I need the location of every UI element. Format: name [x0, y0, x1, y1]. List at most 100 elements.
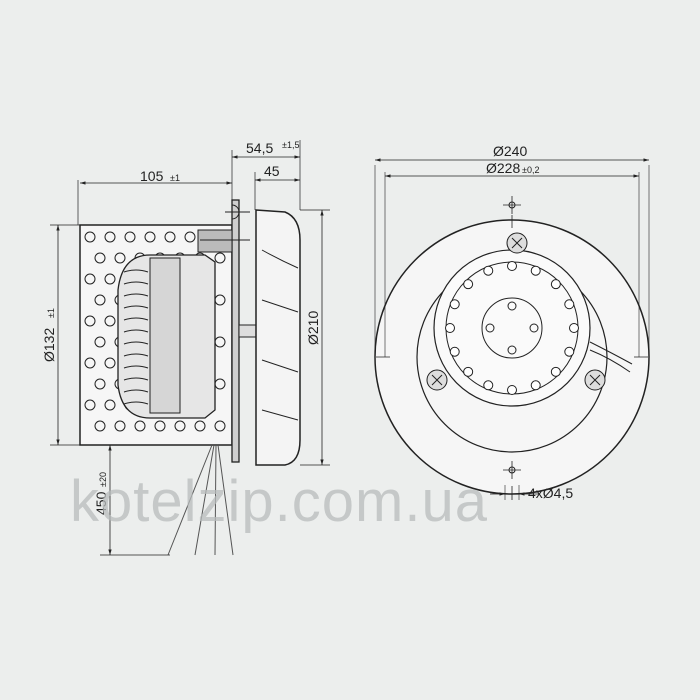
cable-wires: [167, 444, 234, 556]
dim-length-tol: ±1: [170, 173, 180, 183]
motor-fin: [123, 305, 149, 309]
perforation-hole: [154, 420, 166, 432]
perforation-hole: [184, 231, 196, 243]
dim-cable: 450: [93, 491, 109, 515]
rotor-hole: [483, 380, 494, 391]
dim-overall: 54,5: [246, 140, 273, 156]
perforation-hole: [84, 399, 96, 411]
hub-bolt: [507, 345, 517, 355]
extension-lines: [77, 140, 301, 225]
rotor-hole: [569, 323, 579, 333]
motor-fin: [123, 353, 149, 357]
rotor-hole: [463, 366, 474, 377]
dim-holes: 4xØ4,5: [528, 485, 573, 501]
perforation-hole: [104, 273, 116, 285]
motor-fin: [123, 269, 149, 273]
screw-cross: [589, 374, 601, 386]
dim-length: 105: [140, 168, 164, 184]
perforation-hole: [124, 231, 136, 243]
motor-fin: [123, 341, 149, 345]
motor-fin: [123, 365, 149, 369]
motor-fin: [123, 293, 149, 297]
perforation-hole: [94, 336, 106, 348]
perforation-hole: [84, 357, 96, 369]
dim-housing-dia-tol: ±1: [46, 308, 56, 318]
perforation-hole: [104, 357, 116, 369]
perforation-hole: [114, 420, 126, 432]
hub-bolt: [529, 323, 539, 333]
mounting-screws: [426, 232, 606, 391]
perforation-hole: [114, 252, 126, 264]
perforation-hole: [94, 420, 106, 432]
rotor-hole: [445, 323, 455, 333]
rotor-hole: [483, 265, 494, 276]
rotor-hole: [530, 265, 541, 276]
hub-bolt: [507, 301, 517, 311]
rotor-hole: [463, 279, 474, 290]
dim-impeller: 45: [264, 163, 280, 179]
side-view: [50, 140, 330, 556]
rotor-holes: [445, 261, 579, 395]
front-view-dimensions: Ø240 Ø228 ±0,2 4xØ4,5: [486, 143, 573, 501]
perforation-hole: [164, 231, 176, 243]
motor-fin: [123, 281, 149, 285]
impeller: [255, 209, 301, 466]
perforation-hole: [84, 231, 96, 243]
screw-top: [225, 204, 250, 220]
dim-housing-dia: Ø132: [41, 328, 57, 362]
rotor-hub: [433, 249, 591, 407]
mounting-hole: [508, 201, 516, 209]
perforation-hole: [94, 252, 106, 264]
extension-lines: [50, 209, 330, 556]
perforation-hole: [104, 399, 116, 411]
motor-fins: [123, 269, 149, 405]
motor-fin: [123, 317, 149, 321]
rotor-hole: [449, 346, 460, 357]
front-view: [374, 158, 650, 500]
dim-outer: Ø240: [493, 143, 527, 159]
watermark: kotelzip.com.ua: [70, 469, 488, 534]
side-view-dimensions: 105 ±1 54,5 ±1,5 45 Ø210 Ø132 ±1 450 ±20: [41, 140, 321, 515]
perforation-hole: [214, 420, 226, 432]
perforation-hole: [104, 231, 116, 243]
dim-bolt-circle: Ø228: [486, 160, 520, 176]
rotor-hole: [550, 279, 561, 290]
dim-bolt-circle-tol: ±0,2: [522, 165, 539, 175]
dim-impeller-dia: Ø210: [305, 311, 321, 345]
screw-cross: [511, 237, 523, 249]
perforation-hole: [174, 420, 186, 432]
motor-fin: [123, 329, 149, 333]
perforation-hole: [214, 252, 226, 264]
perforation-hole: [104, 315, 116, 327]
hub-plate: [481, 297, 543, 359]
perforation-hole: [134, 420, 146, 432]
perforation-hole: [94, 294, 106, 306]
motor-fin: [123, 401, 149, 405]
perforation-hole: [84, 315, 96, 327]
rotor-hole: [530, 380, 541, 391]
rotor-hole: [550, 366, 561, 377]
screw-cross: [431, 374, 443, 386]
perforation-hole: [194, 420, 206, 432]
flange-bracket: [197, 229, 233, 253]
mounting-hole: [508, 466, 516, 474]
perforation-hole: [144, 231, 156, 243]
dim-overall-tol: ±1,5: [282, 140, 299, 150]
hub-bolt: [485, 323, 495, 333]
extension-lines: [374, 165, 650, 357]
cable-exit: [589, 341, 633, 373]
motor-fin: [123, 389, 149, 393]
rotor-hole: [507, 261, 517, 271]
rotor-hole: [449, 299, 460, 310]
rotor-hole: [564, 346, 575, 357]
rotor-hole: [564, 299, 575, 310]
mounting-holes: [376, 196, 648, 500]
perforation-hole: [94, 378, 106, 390]
rotor-hole: [507, 385, 517, 395]
perforation-hole: [84, 273, 96, 285]
motor-fin: [123, 377, 149, 381]
impeller-blades: [261, 249, 299, 421]
mounting-flange: [231, 199, 240, 463]
